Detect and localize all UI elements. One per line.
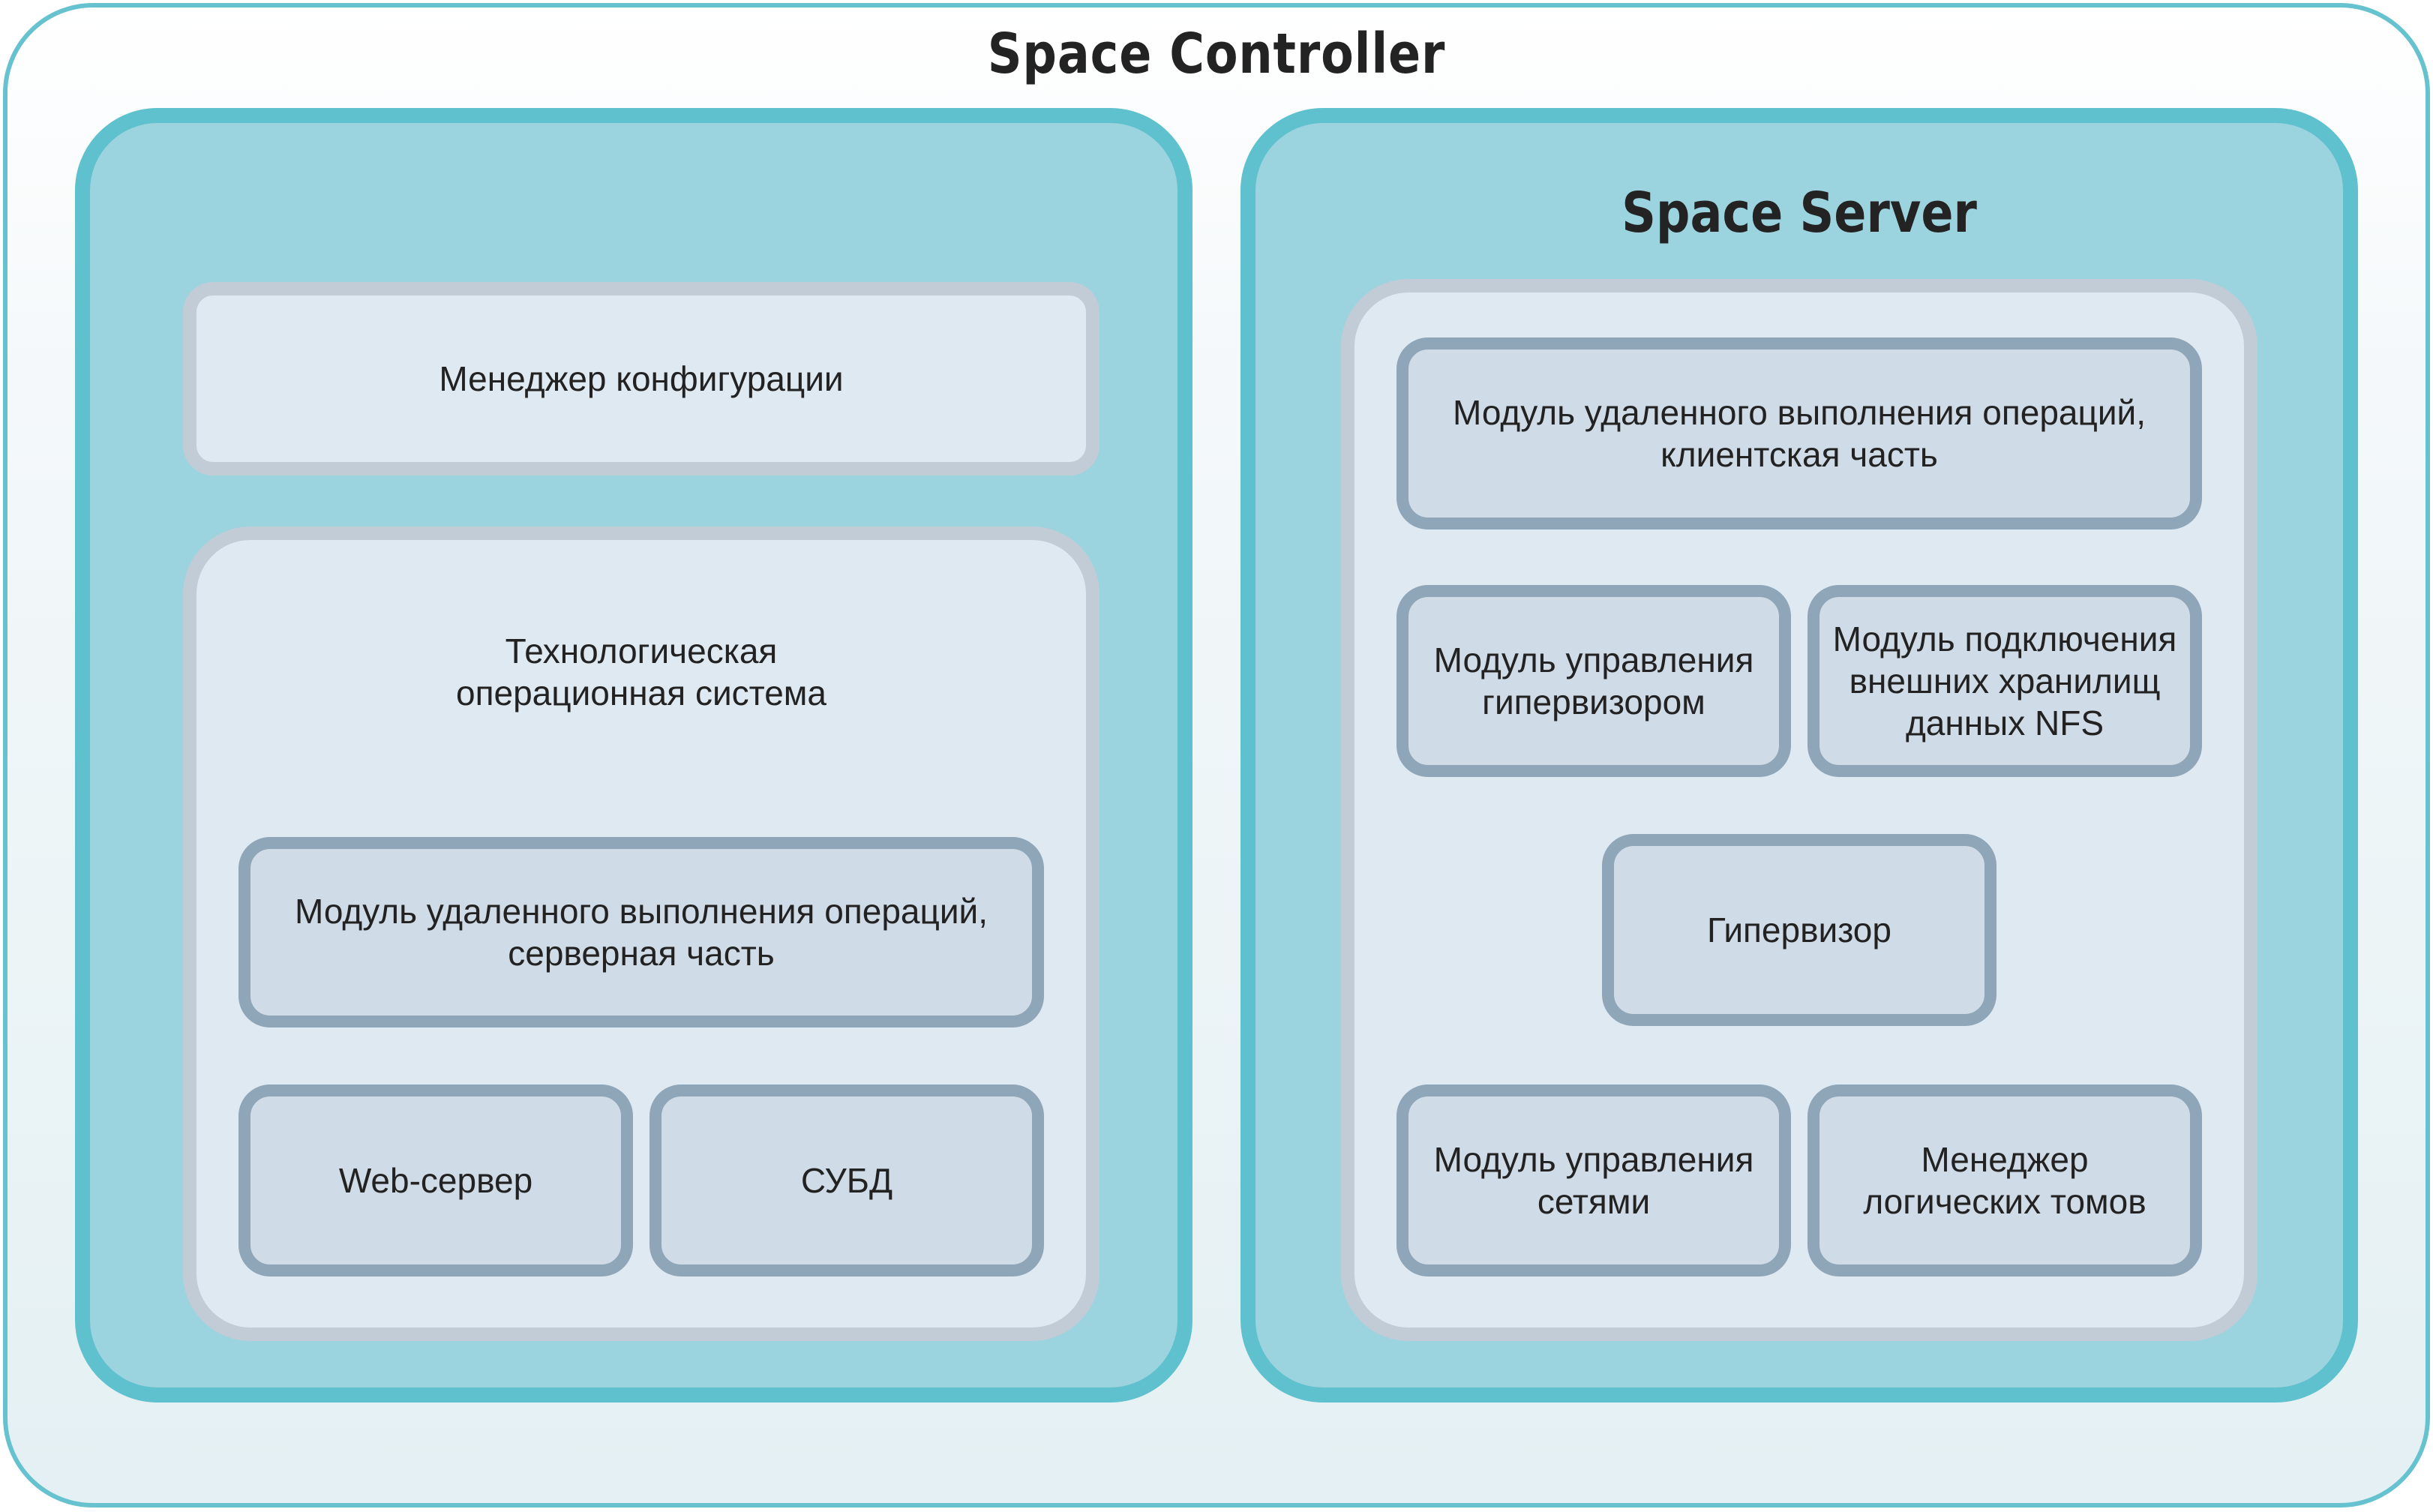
network-mgmt-label: Модуль управления сетями: [1433, 1140, 1754, 1221]
dbms-module: СУБД: [650, 1084, 1044, 1276]
config-manager-box: Менеджер конфигурации: [183, 282, 1100, 476]
hypervisor-mgmt-module: Модуль управления гипервизором: [1396, 585, 1791, 777]
os-label: Технологическая операционная система: [456, 632, 826, 712]
network-mgmt-module: Модуль управления сетями: [1396, 1084, 1791, 1276]
diagram-title: Space Controller: [987, 22, 1446, 86]
hypervisor-mgmt-label: Модуль управления гипервизором: [1433, 640, 1754, 722]
server-title: Space Server: [1622, 181, 1977, 245]
remote-exec-server-label: Модуль удаленного выполнения операций, с…: [294, 892, 988, 973]
nfs-storage-module: Модуль подключения внешних хранилищ данн…: [1808, 585, 2202, 777]
remote-exec-server-module: Модуль удаленного выполнения операций, с…: [238, 837, 1044, 1028]
hypervisor-module: Гипервизор: [1602, 834, 1996, 1026]
remote-exec-client-module: Модуль удаленного выполнения операций, к…: [1396, 338, 2202, 530]
dbms-label: СУБД: [800, 1161, 893, 1200]
remote-exec-client-label: Модуль удаленного выполнения операций, к…: [1452, 393, 2146, 474]
nfs-storage-label: Модуль подключения внешних хранилищ данн…: [1832, 620, 2177, 742]
web-server-module: Web-сервер: [238, 1084, 633, 1276]
web-server-label: Web-сервер: [338, 1161, 533, 1200]
lvm-module: Менеджер логических томов: [1808, 1084, 2202, 1276]
config-manager-label: Менеджер конфигурации: [439, 359, 844, 398]
hypervisor-label: Гипервизор: [1707, 910, 1892, 950]
lvm-label: Менеджер логических томов: [1863, 1140, 2146, 1221]
